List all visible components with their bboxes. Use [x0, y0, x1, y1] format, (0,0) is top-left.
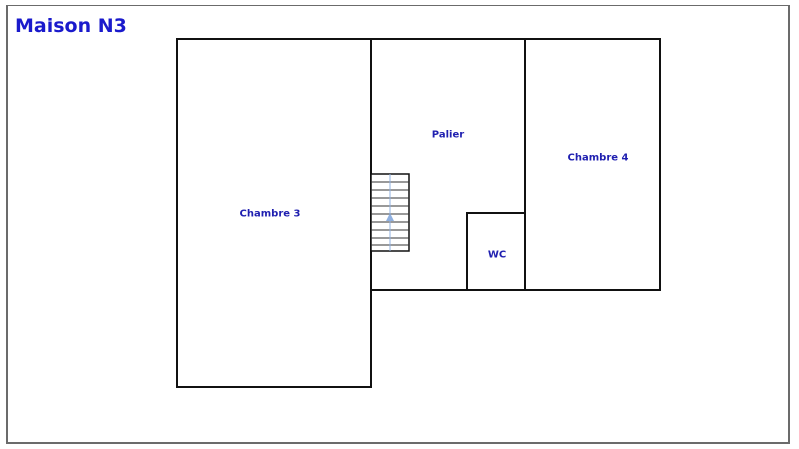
frame-top-border [6, 5, 790, 6]
room-label-wc: WC [487, 249, 507, 261]
room-label-chambre-3: Chambre 3 [239, 208, 301, 220]
stair-arrow-up-icon [386, 213, 394, 221]
plan-title: Maison N3 [15, 15, 127, 37]
room-chambre-4-walls [524, 38, 661, 291]
drawing-frame [6, 6, 790, 444]
staircase [370, 173, 410, 252]
room-label-palier: Palier [431, 129, 465, 141]
room-wc-walls [466, 212, 525, 290]
room-label-chambre-4: Chambre 4 [567, 152, 629, 164]
